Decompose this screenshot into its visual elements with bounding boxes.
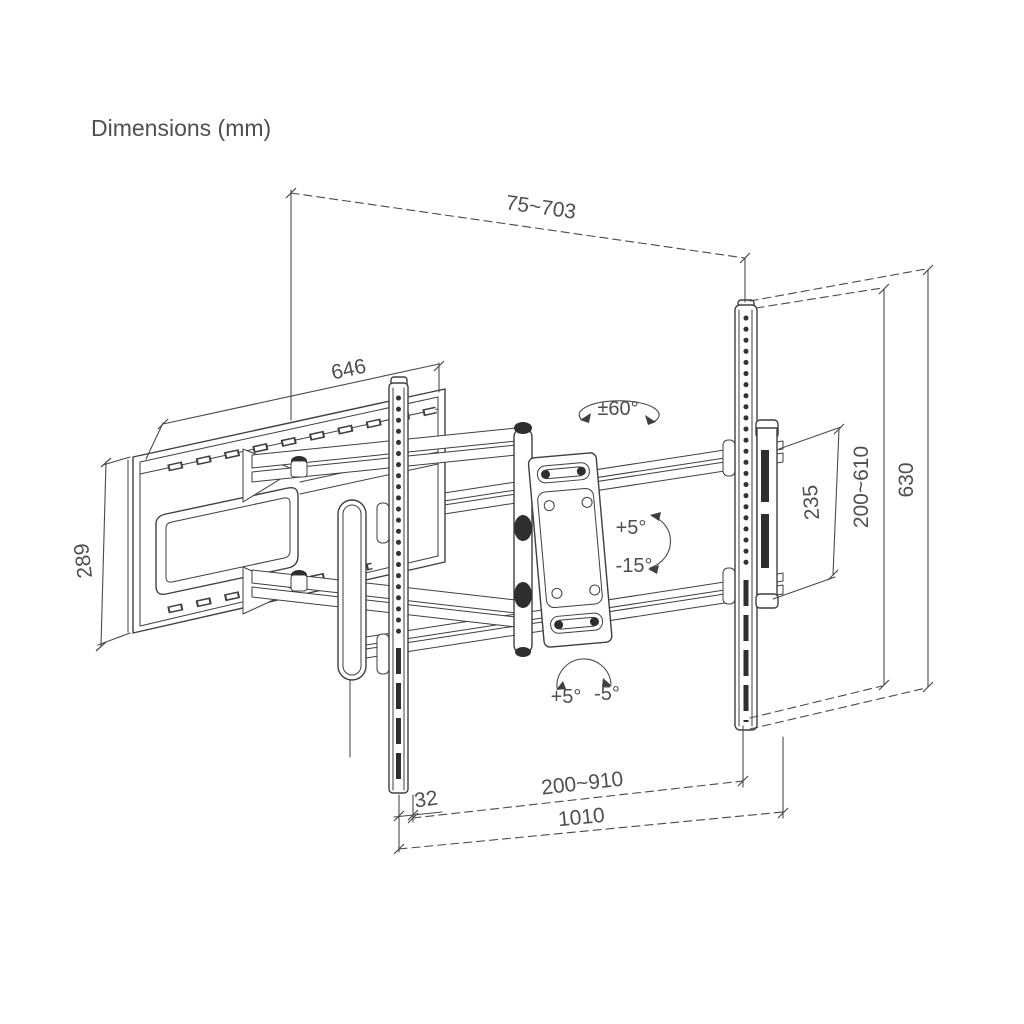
rail-side-channel <box>755 419 779 609</box>
left-tv-rail <box>376 376 409 794</box>
wall-plate-cutout <box>155 486 299 596</box>
dimension-extension-range: 75~703 <box>285 187 751 421</box>
dimension-rail-height: 630 <box>749 264 934 730</box>
dim-label-vesa-vertical-range: 200~610 <box>850 446 873 528</box>
dimension-rail-thickness: 32 <box>393 787 443 853</box>
dimension-wall-plate-height: 289 <box>70 456 131 652</box>
vesa-head-plate <box>527 452 613 648</box>
dim-label-rail-upper-section: 235 <box>799 484 824 521</box>
dimension-rail-upper-section: 235 <box>772 423 845 600</box>
angle-label-tilt-down: -15° <box>616 555 653 577</box>
level-angle-annotation: +5° -5° <box>551 658 620 708</box>
arm-end-cap <box>337 499 367 758</box>
lower-arm <box>242 566 517 628</box>
pivot-column <box>513 422 533 657</box>
vesa-bottom-slot <box>550 612 604 634</box>
dim-label-extension-range: 75~703 <box>504 191 577 224</box>
right-tv-rail <box>722 299 758 731</box>
tilt-angle-annotation: +5° -15° <box>616 512 672 577</box>
dim-label-wall-plate-height: 289 <box>70 542 97 580</box>
dim-label-rail-spacing-range: 200~910 <box>540 768 624 800</box>
dim-label-rail-thickness: 32 <box>413 787 439 813</box>
vesa-top-slot <box>536 462 590 484</box>
angle-label-level-left: +5° <box>551 686 582 708</box>
dim-label-rail-height: 630 <box>895 462 918 497</box>
angle-label-swivel: ±60° <box>597 398 638 420</box>
upper-pivot-knuckle <box>514 515 532 541</box>
angle-label-tilt-up: +5° <box>616 517 647 539</box>
dimension-vesa-vertical-range: 200~610 <box>749 283 890 719</box>
page-title: Dimensions (mm) <box>91 115 271 141</box>
angle-label-level-right: -5° <box>594 683 620 705</box>
dimension-wall-plate-width: 646 <box>145 355 445 460</box>
lower-pivot-knuckle <box>514 582 532 608</box>
dim-label-wall-plate-width: 646 <box>329 355 368 385</box>
dim-label-crossbar-length: 1010 <box>557 804 606 831</box>
dimension-crossbar-length: 1010 <box>393 736 789 855</box>
upper-arm <box>242 427 517 503</box>
vesa-inner-plate <box>537 487 603 609</box>
swivel-angle-annotation: ±60° <box>578 398 660 425</box>
